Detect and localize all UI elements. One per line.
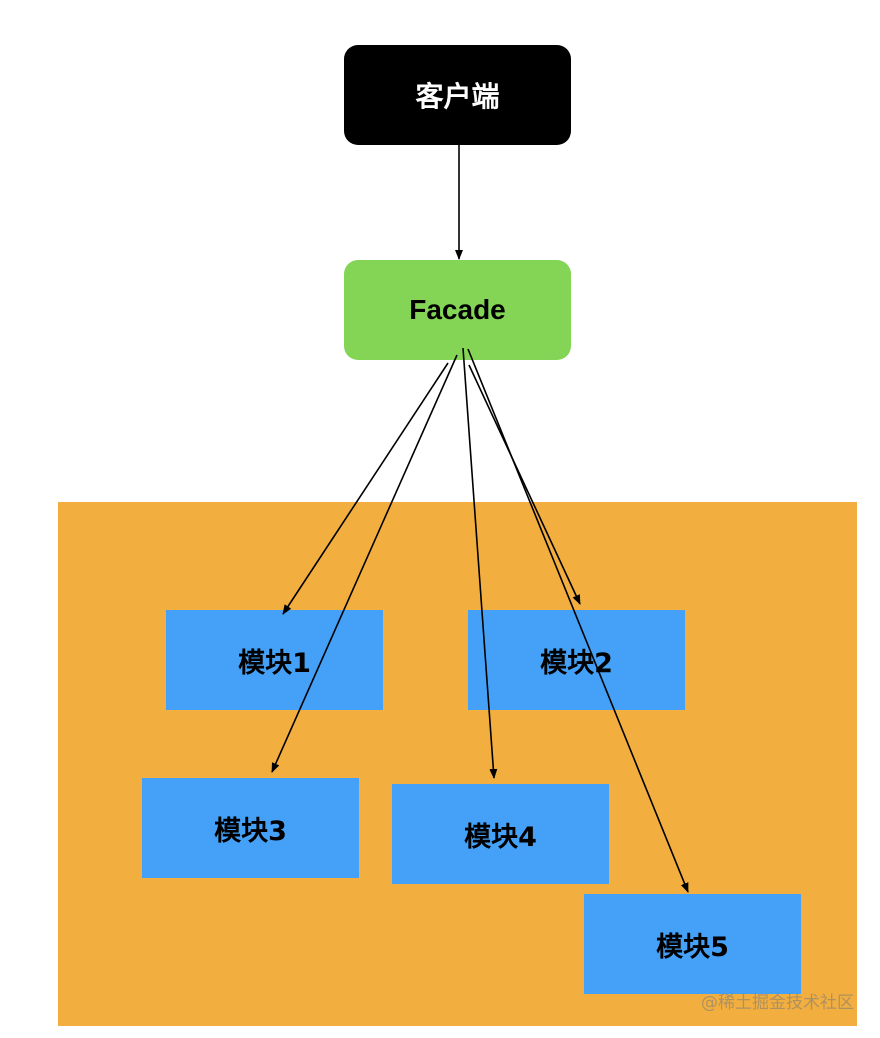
- module-2-node: 模块2: [468, 610, 685, 710]
- module-3-node: 模块3: [142, 778, 359, 878]
- watermark: @稀土掘金技术社区: [701, 993, 854, 1013]
- module-2-label: 模块2: [540, 647, 613, 679]
- facade-node: Facade: [344, 260, 571, 360]
- facade-label: Facade: [409, 294, 506, 325]
- module-4-node: 模块4: [392, 784, 609, 884]
- client-label: 客户端: [415, 80, 500, 113]
- module-5-label: 模块5: [656, 931, 729, 963]
- module-3-label: 模块3: [214, 815, 287, 847]
- module-1-node: 模块1: [166, 610, 383, 710]
- module-1-label: 模块1: [238, 647, 311, 679]
- module-5-node: 模块5: [584, 894, 801, 994]
- client-node: 客户端: [344, 45, 571, 145]
- module-4-label: 模块4: [464, 821, 537, 853]
